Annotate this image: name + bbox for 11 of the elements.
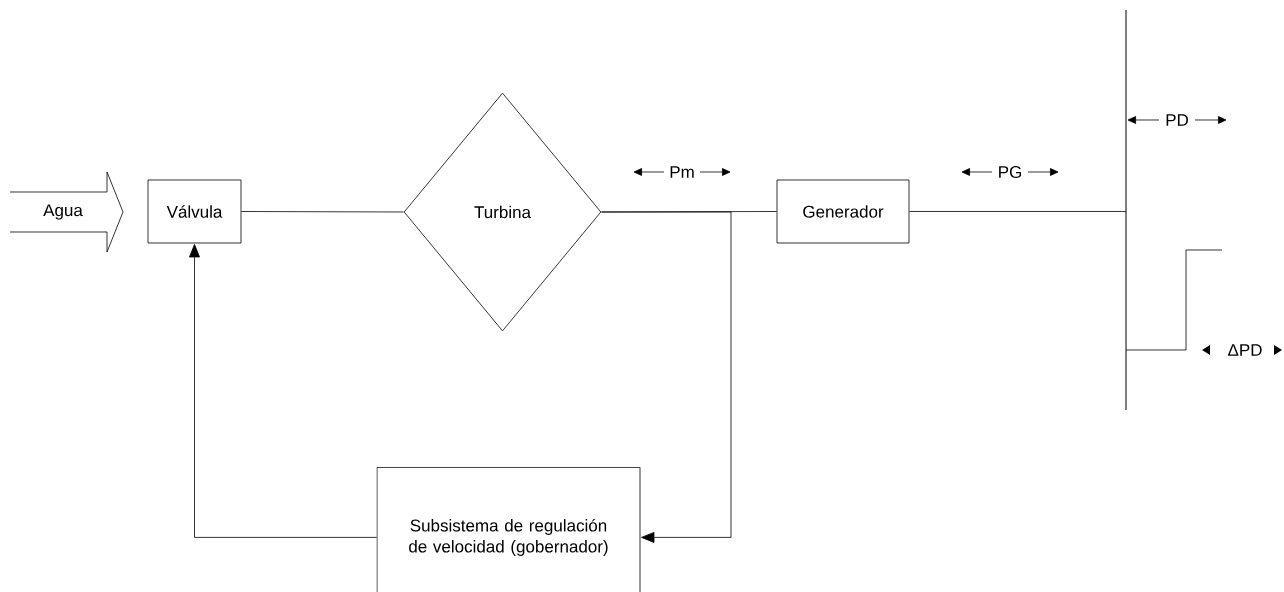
connector: [601, 211, 732, 543]
connector: [189, 244, 377, 538]
power-label: Pm: [670, 166, 694, 178]
power-label: PG: [999, 166, 1021, 178]
process-box: Subsistema de regulación de velocidad (gobernador): [376, 467, 641, 592]
connector: [909, 211, 1127, 212]
connector: [241, 211, 404, 213]
process-box: Válvula: [147, 179, 242, 244]
power-label: PD: [1166, 114, 1188, 126]
power-label: ΔPD: [1228, 344, 1262, 356]
process-box: Generador: [776, 179, 910, 244]
